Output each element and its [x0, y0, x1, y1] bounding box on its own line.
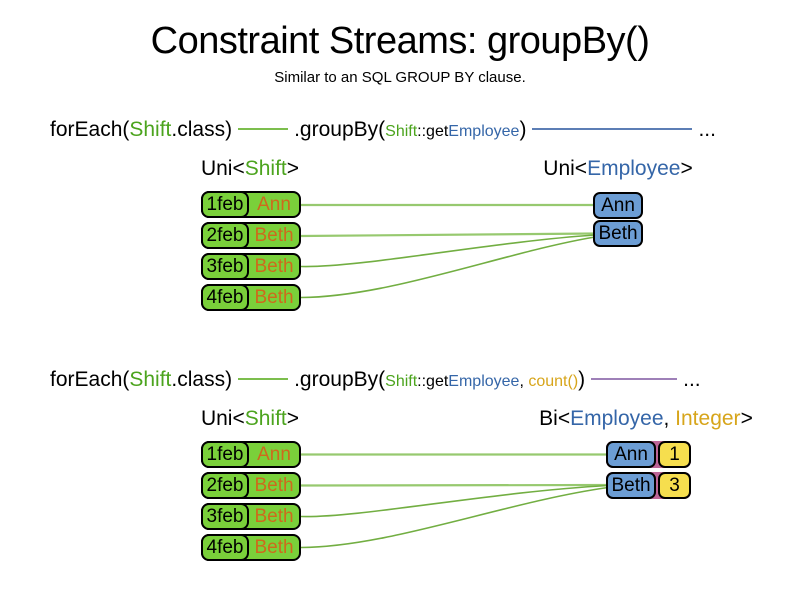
shift-employee-cell: Beth — [254, 536, 294, 558]
code-token-class-suffix: .class) — [171, 368, 233, 391]
shift-date-cell: 1feb — [201, 441, 249, 468]
shift-row: 4feb Beth — [201, 534, 301, 561]
shift-row: 3feb Beth — [201, 503, 301, 530]
connection-line — [300, 484, 609, 518]
connection-line — [300, 236, 596, 299]
code-token-class-suffix: .class) — [171, 118, 233, 141]
shift-employee-cell: Beth — [254, 474, 294, 496]
label-text: > — [740, 407, 753, 430]
count-box: 1 — [658, 441, 691, 468]
shift-employee-cell: Ann — [257, 443, 291, 465]
code-token-class: Shift — [129, 118, 172, 141]
code-token-ellipsis: ... — [698, 118, 716, 141]
label-text: Uni< — [200, 407, 245, 430]
shift-row: 3feb Beth — [201, 253, 301, 280]
shift-row: 1feb Ann — [201, 441, 301, 468]
connection-line — [300, 232, 597, 238]
label-text: Bi< — [539, 407, 571, 430]
shift-date-cell: 2feb — [201, 222, 249, 249]
shift-row: 2feb Beth — [201, 472, 301, 499]
code-token-arg-class: Shift — [385, 373, 418, 390]
employee-group-box: Ann — [593, 192, 643, 219]
shift-employee-cell: Ann — [257, 193, 291, 215]
groupby-arguments: Shift::getEmployee — [385, 123, 519, 140]
shift-employee-cell: Beth — [254, 505, 294, 527]
code-token-arg-class: Shift — [385, 123, 418, 140]
code-token-foreach: forEach( — [50, 118, 130, 141]
shift-date-cell: 4feb — [201, 534, 249, 561]
code-token-arg-collector: count() — [528, 373, 579, 390]
label-text: > — [286, 407, 300, 430]
stream-connector-green — [238, 128, 289, 130]
connection-line — [300, 234, 596, 268]
label-text: Uni< — [200, 157, 245, 180]
count-box: 3 — [658, 472, 691, 499]
code-token-close-paren: ) — [519, 118, 527, 141]
shift-row: 1feb Ann — [201, 191, 301, 218]
shift-date-cell: 4feb — [201, 284, 249, 311]
code-line-2: forEach(Shift.class).groupBy(Shift::getE… — [50, 368, 701, 392]
code-token-arg-property: Employee — [448, 373, 520, 390]
shift-date-cell: 2feb — [201, 472, 249, 499]
stream-connector-green — [238, 378, 289, 380]
code-token-foreach: forEach( — [50, 368, 130, 391]
stream-connector-blue — [532, 128, 693, 130]
employee-group-box: Beth — [606, 472, 656, 499]
result-type-label-2: Bi<Employee, Integer> — [520, 407, 772, 431]
employee-group-box: Ann — [606, 441, 656, 468]
shift-row: 4feb Beth — [201, 284, 301, 311]
label-text: Uni< — [543, 157, 588, 180]
code-token-close-paren: ) — [578, 368, 586, 391]
code-token-arg-property: Employee — [448, 123, 520, 140]
result-type-label-1: Uni<Employee> — [498, 157, 738, 181]
code-line-1: forEach(Shift.class).groupBy(Shift::getE… — [50, 118, 716, 142]
code-token-arg-accessor: ::get — [417, 123, 449, 140]
label-type: Shift — [244, 407, 287, 430]
label-text: > — [286, 157, 300, 180]
label-text: , — [663, 407, 676, 430]
slide-title: Constraint Streams: groupBy() — [150, 20, 650, 62]
label-type: Employee — [570, 407, 664, 430]
code-token-ellipsis: ... — [683, 368, 701, 391]
label-type: Shift — [244, 157, 287, 180]
slide-subtitle: Similar to an SQL GROUP BY clause. — [274, 69, 526, 86]
label-type: Integer — [675, 407, 741, 430]
code-token-groupby: .groupBy( — [294, 118, 386, 141]
shift-employee-cell: Beth — [254, 286, 294, 308]
shift-employee-cell: Beth — [254, 224, 294, 246]
groupby-arguments: Shift::getEmployee, count() — [385, 373, 578, 390]
stream-connector-purple — [591, 378, 678, 380]
shift-row: 2feb Beth — [201, 222, 301, 249]
shift-date-cell: 3feb — [201, 503, 249, 530]
shift-date-cell: 1feb — [201, 191, 249, 218]
employee-group-box: Beth — [593, 220, 643, 247]
code-token-class: Shift — [129, 368, 172, 391]
shift-employee-cell: Beth — [254, 255, 294, 277]
code-token-groupby: .groupBy( — [294, 368, 386, 391]
code-token-arg-separator: , — [519, 373, 529, 390]
shift-date-cell: 3feb — [201, 253, 249, 280]
label-type: Employee — [587, 157, 681, 180]
connection-line — [300, 486, 609, 549]
source-type-label-1: Uni<Shift> — [150, 157, 350, 181]
connection-line — [300, 483, 610, 487]
source-type-label-2: Uni<Shift> — [150, 407, 350, 431]
label-text: > — [680, 157, 693, 180]
code-token-arg-accessor: ::get — [417, 373, 449, 390]
